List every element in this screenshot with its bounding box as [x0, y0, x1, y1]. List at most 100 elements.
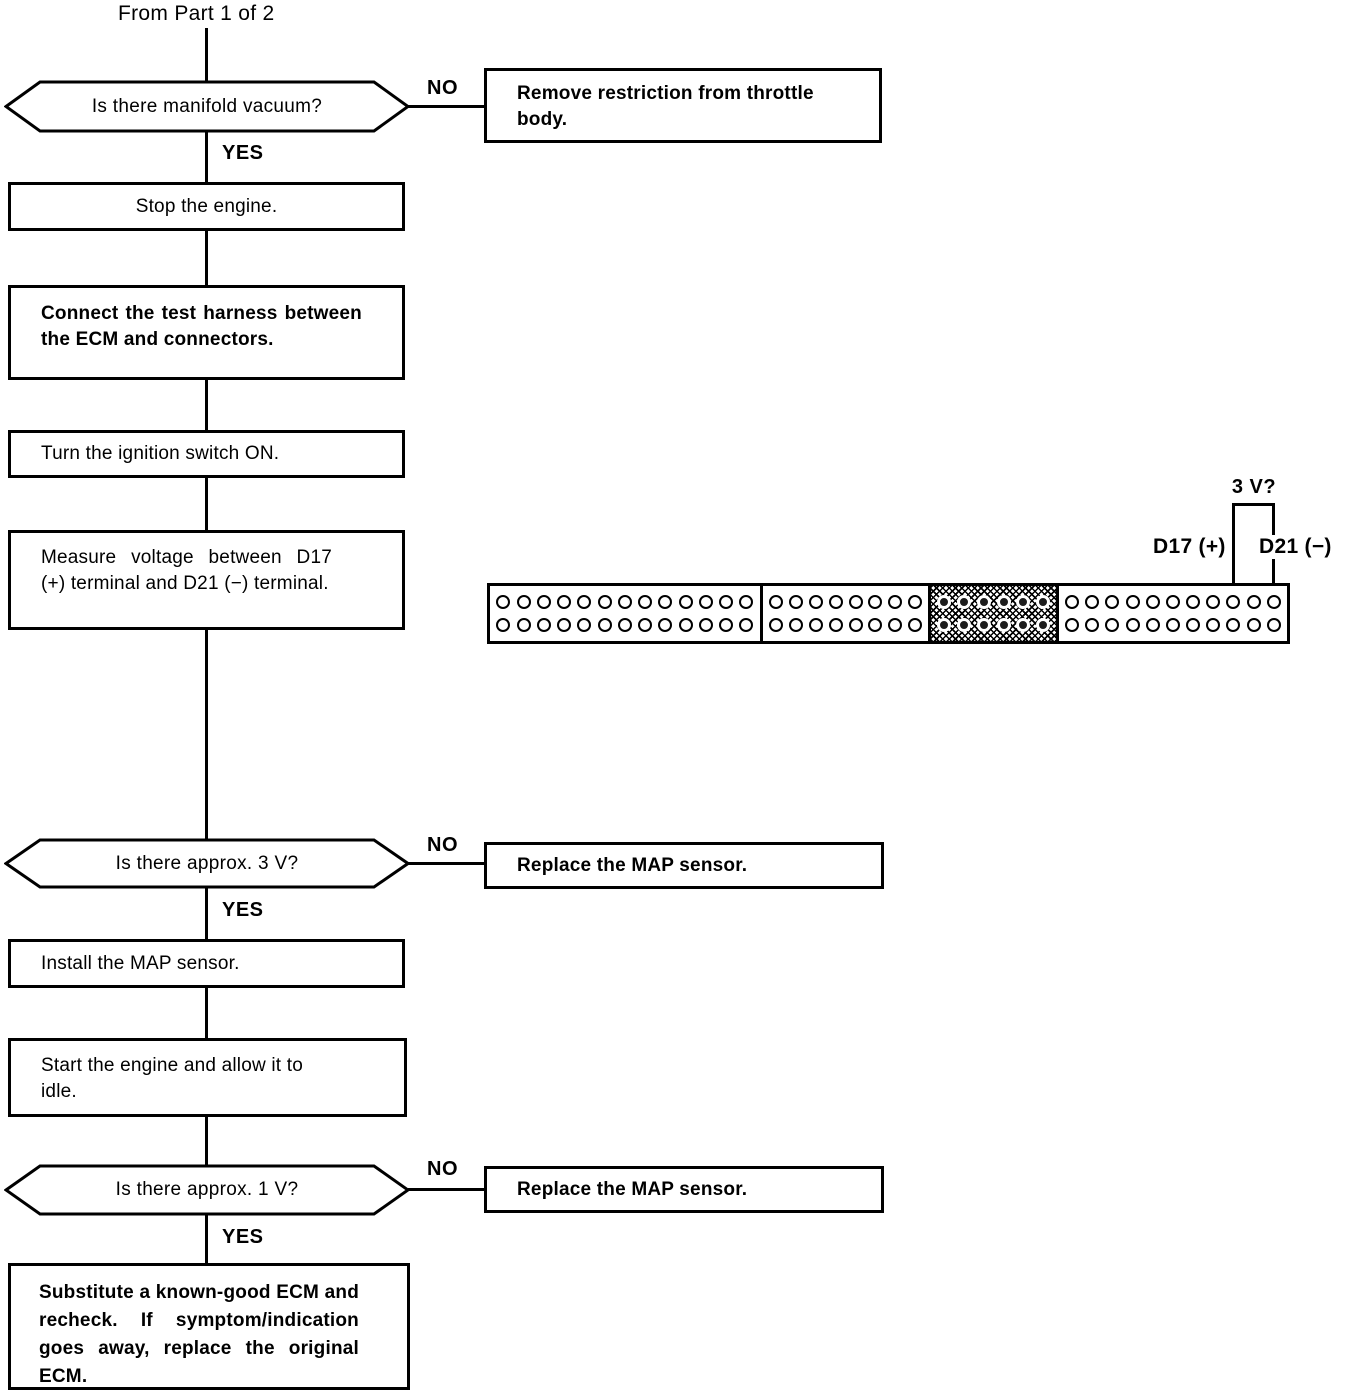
connector-pin — [1065, 618, 1080, 632]
connector-pin — [868, 595, 883, 609]
connector-pin-row — [490, 618, 760, 632]
flow-line — [205, 229, 208, 287]
yes-label: YES — [222, 899, 264, 921]
connector-pin — [739, 618, 754, 632]
yes-label: YES — [222, 1226, 264, 1248]
no-label: NO — [427, 1158, 458, 1180]
connector-pin — [617, 618, 632, 632]
connector-pin — [516, 618, 531, 632]
connector-pin — [788, 595, 803, 609]
probe-bracket-line — [1232, 503, 1275, 506]
flow-line — [205, 986, 208, 1040]
process-install-map: Install the MAP sensor. — [8, 939, 405, 988]
flow-line — [205, 628, 208, 840]
connector-pin — [698, 595, 713, 609]
hexagon-shape — [4, 80, 410, 133]
decision-approx-1v: Is there approx. 1 V? — [4, 1164, 410, 1216]
connector-pin-row — [490, 595, 760, 609]
connector-pin — [1105, 595, 1120, 609]
pin-label-d21-negative: D21 (−) — [1256, 535, 1335, 559]
connector-pin — [739, 595, 754, 609]
process-substitute-ecm: Substitute a known-good ECM and recheck.… — [8, 1263, 410, 1390]
connector-pin — [638, 618, 652, 632]
connector-pin — [496, 618, 511, 632]
connector-pin — [1105, 618, 1120, 632]
flow-line — [205, 887, 208, 941]
connector-pin — [996, 595, 1011, 609]
flow-line — [205, 1214, 208, 1265]
no-branch-line — [408, 105, 484, 108]
connector-pin — [957, 595, 971, 609]
connector-pin — [1246, 618, 1261, 632]
action-replace-map-sensor: Replace the MAP sensor. — [484, 842, 884, 889]
connector-pin — [808, 618, 823, 632]
connector-pin — [848, 618, 863, 632]
connector-pin — [678, 595, 693, 609]
connector-pin — [617, 595, 632, 609]
connector-pin — [1206, 595, 1221, 609]
connector-pin — [1186, 595, 1201, 609]
process-stop-engine: Stop the engine. — [8, 182, 405, 231]
connector-pin — [888, 595, 903, 609]
connector-pin — [638, 595, 652, 609]
connector-pin — [1145, 618, 1160, 632]
connector-pin — [768, 595, 783, 609]
connector-pin — [1165, 618, 1180, 632]
connector-pin — [1266, 595, 1281, 609]
connector-pin-row — [763, 618, 929, 632]
connector-pin — [1186, 618, 1201, 632]
connector-pin — [1266, 618, 1281, 632]
connector-pin — [658, 618, 673, 632]
connector-pin — [937, 595, 952, 609]
connector-pin — [557, 618, 571, 632]
decision-text: Is there manifold vacuum? — [91, 95, 323, 117]
connector-pin — [698, 618, 713, 632]
connector-pin — [1065, 595, 1080, 609]
decision-text: Is there approx. 1 V? — [115, 1179, 299, 1200]
connector-pin-row — [763, 595, 929, 609]
connector-pin — [788, 618, 803, 632]
connector-pin — [888, 618, 903, 632]
connector-pin — [868, 618, 883, 632]
flow-line — [205, 476, 208, 532]
connector-pin — [719, 595, 733, 609]
action-replace-map-sensor: Replace the MAP sensor. — [484, 1166, 884, 1213]
decision-manifold-vacuum: Is there manifold vacuum? — [4, 80, 410, 133]
connector-pin — [1125, 618, 1140, 632]
connector-pin — [1125, 595, 1140, 609]
connector-pin — [996, 618, 1011, 632]
connector-pin — [536, 595, 551, 609]
connector-pin — [1016, 595, 1031, 609]
yes-label: YES — [222, 142, 264, 164]
connector-pin — [828, 595, 843, 609]
flow-line — [205, 1115, 208, 1166]
connector-pin — [976, 618, 991, 632]
connector-section-4 — [1055, 586, 1287, 641]
connector-pin — [536, 618, 551, 632]
no-label: NO — [427, 834, 458, 856]
connector-pin — [719, 618, 733, 632]
connector-pin — [957, 618, 971, 632]
pin-label-d17-positive: D17 (+) — [1150, 535, 1229, 559]
connector-pin — [577, 595, 592, 609]
connector-pin-row — [931, 618, 1055, 632]
decision-approx-3v: Is there approx. 3 V? — [4, 838, 410, 889]
connector-pin — [768, 618, 783, 632]
connector-pin — [516, 595, 531, 609]
connector-pin — [976, 595, 991, 609]
connector-pin — [496, 595, 511, 609]
connector-pin — [937, 618, 952, 632]
connector-pin-row — [1059, 618, 1287, 632]
process-measure-voltage: Measure voltage between D17 (+) terminal… — [8, 530, 405, 630]
connector-pin — [1085, 618, 1100, 632]
voltage-question-label: 3 V? — [1231, 476, 1277, 498]
process-connect-harness: Connect the test harness between the ECM… — [8, 285, 405, 380]
connector-pin — [908, 595, 923, 609]
connector-section-1 — [490, 586, 760, 641]
connector-pin — [1016, 618, 1031, 632]
connector-pin — [1036, 618, 1051, 632]
flow-line — [205, 131, 208, 184]
connector-pin — [828, 618, 843, 632]
connector-section-2 — [759, 586, 929, 641]
